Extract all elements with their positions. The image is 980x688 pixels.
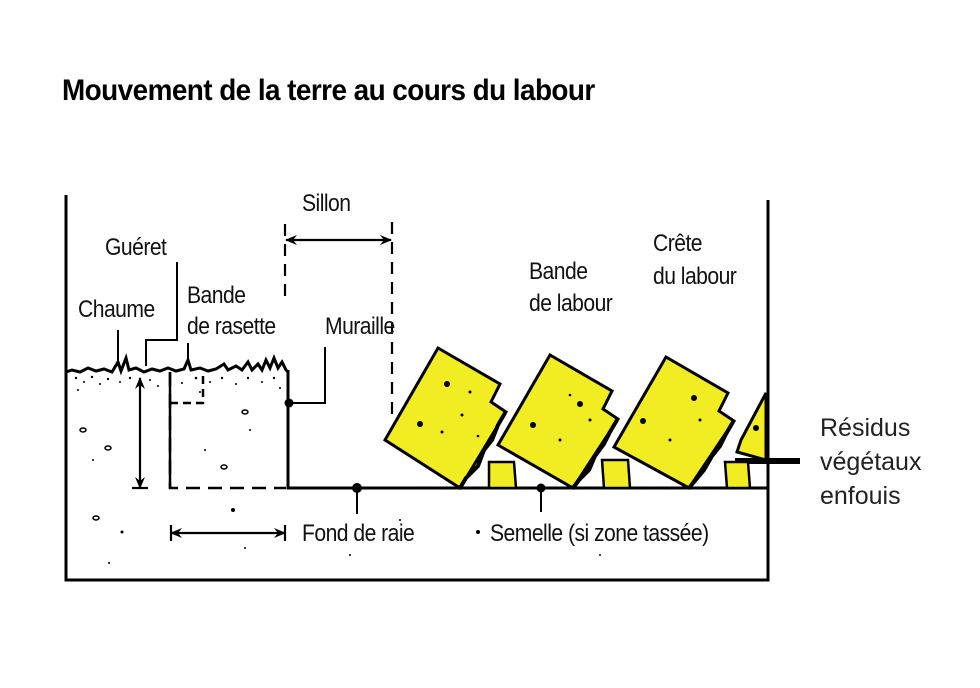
label-residus-line2: végétaux (820, 448, 922, 476)
diagram-title: Mouvement de la terre au cours du labour (62, 74, 595, 107)
label-bande-rasette-line1: Bande (187, 282, 246, 309)
label-fond-de-raie: Fond de raie (302, 520, 415, 547)
label-crete-line2: du labour (653, 263, 737, 290)
label-gueret: Guéret (105, 234, 167, 261)
leader-dots (284, 398, 546, 493)
label-bande-labour-line2: de labour (529, 290, 613, 317)
label-bande-labour-line1: Bande (529, 258, 588, 285)
label-sillon: Sillon (302, 190, 351, 217)
depth-arrow (132, 377, 148, 490)
label-muraille: Muraille (325, 313, 395, 340)
label-residus-line3: enfouis (820, 482, 901, 510)
buried-residues (487, 458, 752, 490)
slice-speckles (417, 381, 759, 442)
soil-slices (382, 345, 768, 491)
soil-slice-2 (495, 352, 621, 491)
label-crete-line1: Crête (653, 230, 703, 257)
stubble-surface (65, 353, 290, 393)
soil-slice-1 (382, 345, 509, 491)
rasette-width-arrow (169, 525, 287, 541)
soil-slice-3 (611, 354, 737, 490)
label-chaume: Chaume (78, 296, 155, 323)
label-residus-line1: Résidus (820, 414, 911, 442)
soil-slice-4 (735, 392, 768, 462)
rasette-outline (168, 372, 286, 490)
label-bande-rasette-line2: de rasette (187, 313, 276, 340)
sillon-markers (283, 222, 394, 420)
crumbly-edges (458, 411, 735, 490)
frame (64, 195, 770, 582)
soil-pebbles (79, 409, 249, 521)
label-semelle: Semelle (si zone tassée) (490, 520, 709, 547)
